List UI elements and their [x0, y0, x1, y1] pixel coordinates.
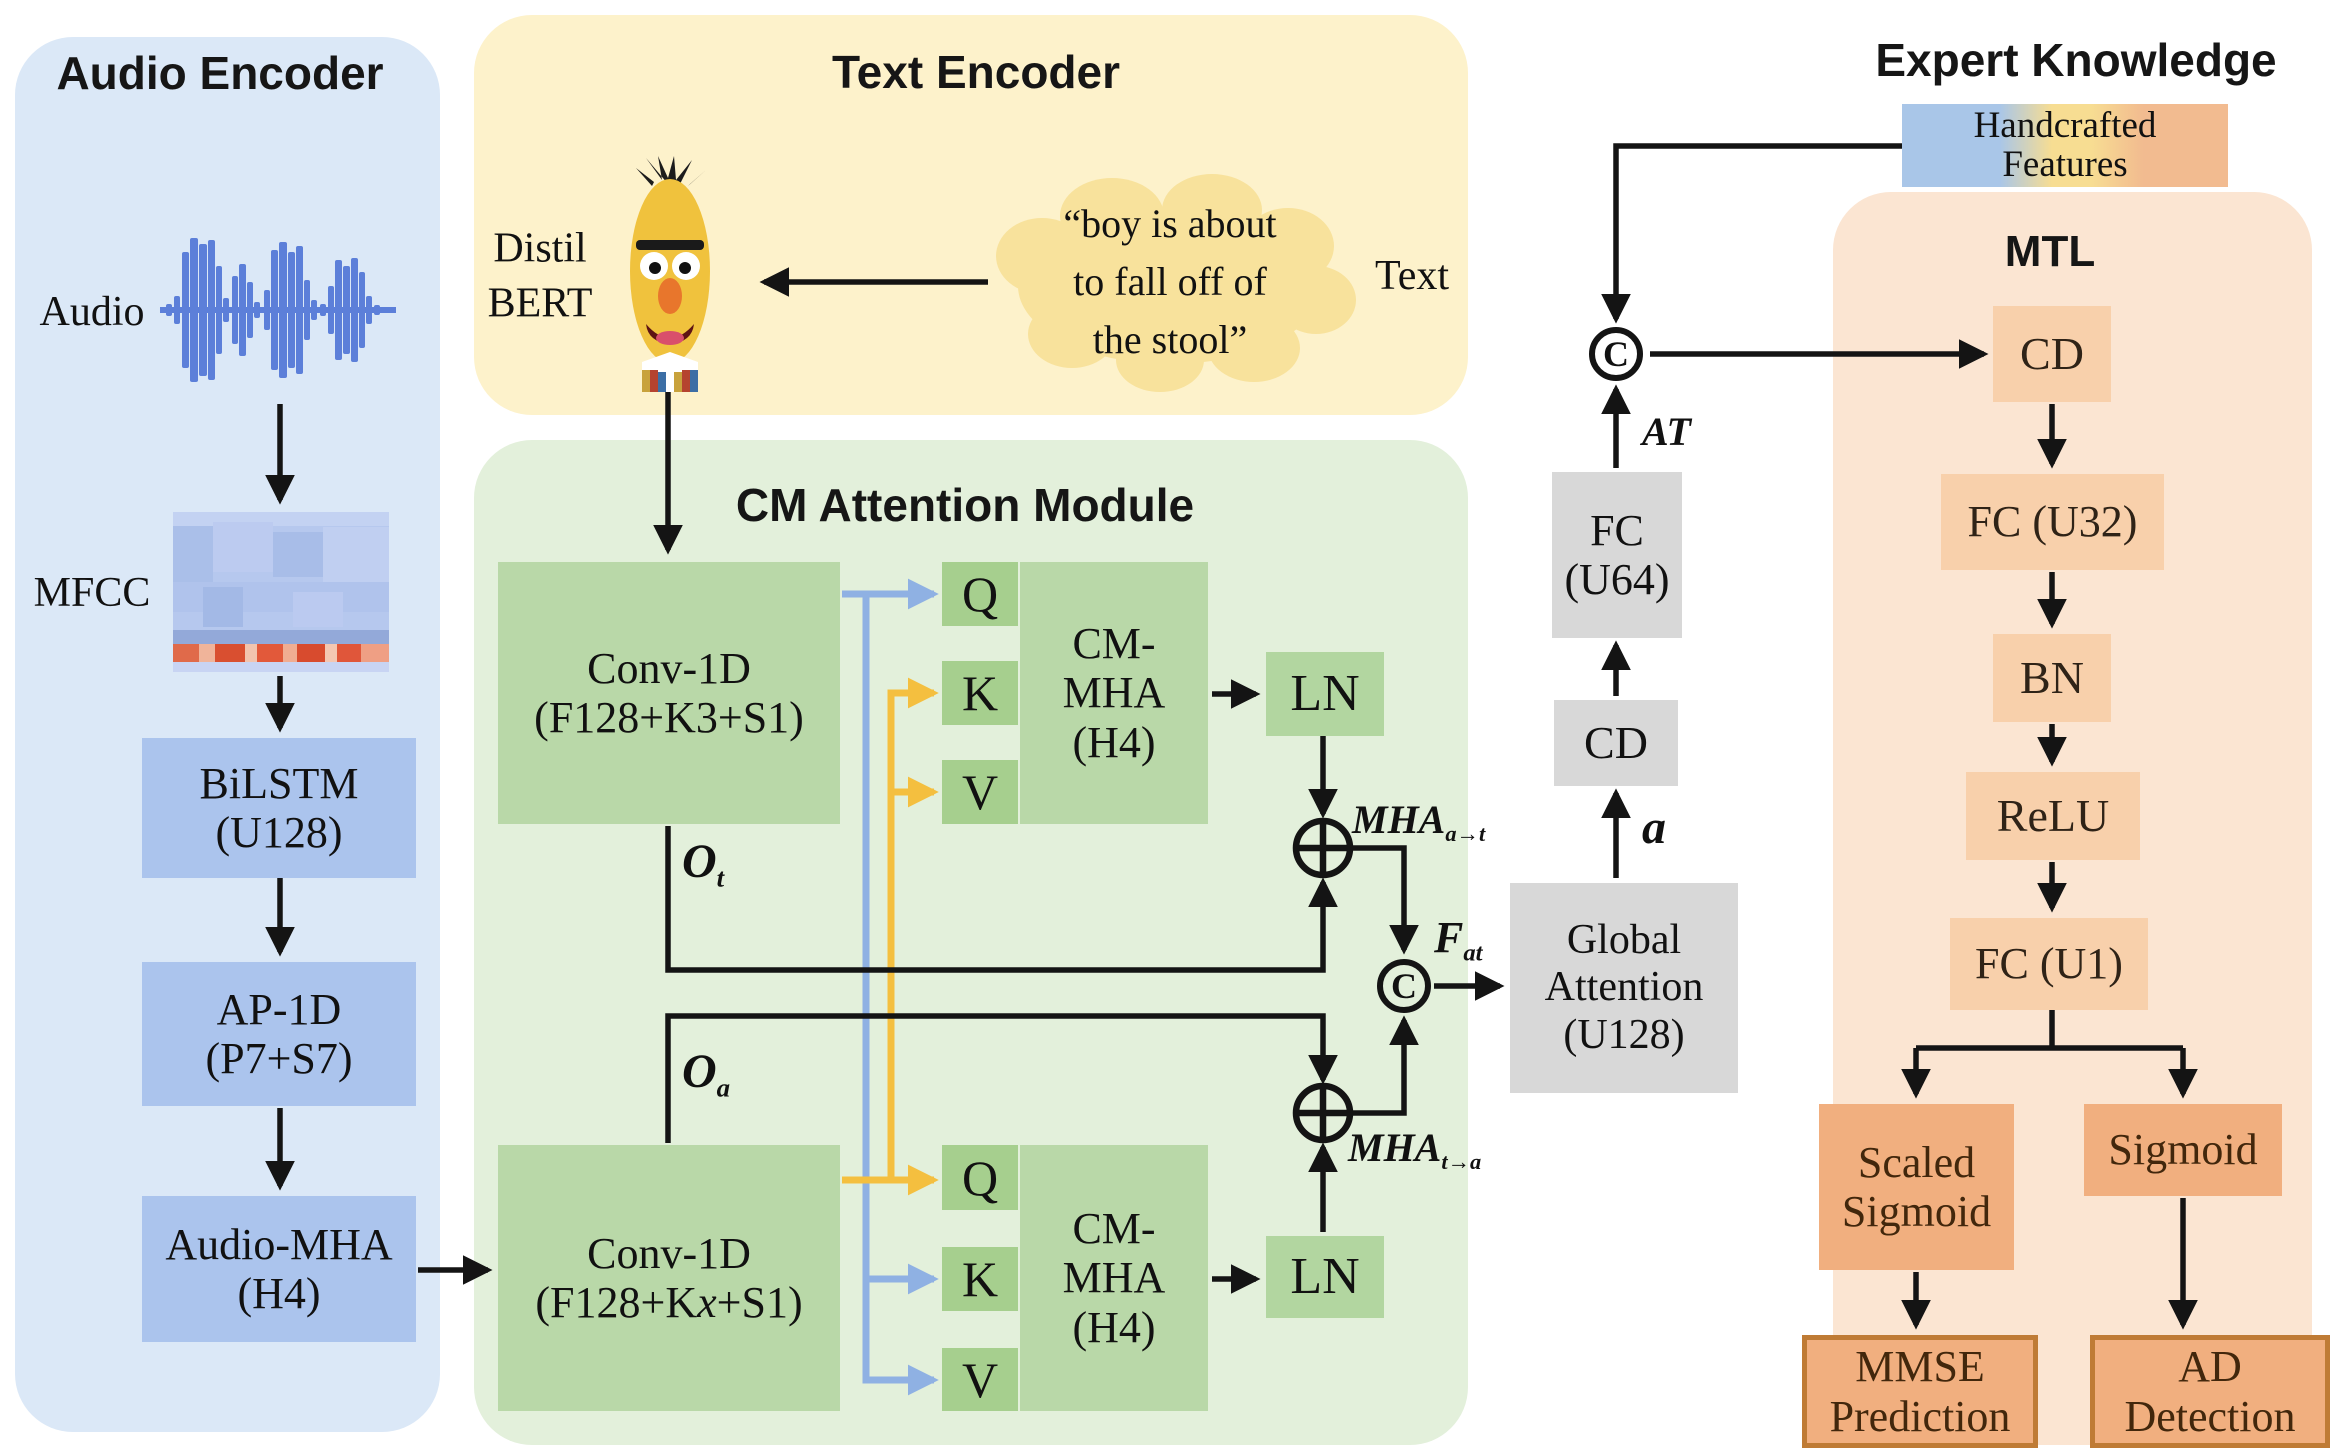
mtl-title: MTL — [2004, 227, 2096, 276]
k-box-top: K — [942, 661, 1018, 725]
cd-box-mtl: CD — [1993, 306, 2111, 402]
conv1d-text-box: Conv-1D (F128+K3+S1) — [498, 562, 840, 824]
handcrafted-features-box: Handcrafted Features — [1902, 104, 2228, 187]
distilbert-label: Distil BERT — [487, 225, 593, 326]
at-label: AT — [1642, 409, 1691, 454]
q-box-top: Q — [942, 562, 1018, 626]
a-label: a — [1642, 801, 1666, 854]
text-encoder-title: Text Encoder — [832, 46, 1120, 98]
fc-u64-box: FC (U64) — [1552, 472, 1682, 638]
bilstm-box: BiLSTM (U128) — [142, 738, 416, 878]
relu-box: ReLU — [1966, 772, 2140, 860]
bn-box: BN — [1993, 634, 2111, 722]
text-label: Text — [1374, 253, 1450, 299]
q-box-bottom: Q — [942, 1145, 1018, 1210]
audio-mha-box: Audio-MHA (H4) — [142, 1196, 416, 1342]
cm-mha-box-bottom: CM- MHA (H4) — [1020, 1145, 1208, 1411]
f-at-label: Fat — [1434, 913, 1483, 967]
scaled-sigmoid-box: Scaled Sigmoid — [1819, 1104, 2014, 1270]
ad-detection-box: AD Detection — [2090, 1335, 2330, 1448]
fc-u1-box: FC (U1) — [1950, 918, 2148, 1010]
mha-t-to-a-label: MHAt→a — [1348, 1125, 1482, 1174]
audio-encoder-title: Audio Encoder — [56, 47, 384, 99]
expert-knowledge-title: Expert Knowledge — [1875, 34, 2277, 86]
cm-attention-title: CM Attention Module — [735, 479, 1195, 531]
k-box-bottom: K — [942, 1247, 1018, 1311]
audio-label: Audio — [39, 289, 145, 335]
mmse-prediction-box: MMSE Prediction — [1802, 1335, 2038, 1448]
sigmoid-box: Sigmoid — [2084, 1104, 2282, 1196]
ln-box-top: LN — [1266, 652, 1384, 736]
ap1d-box: AP-1D (P7+S7) — [142, 962, 416, 1106]
cm-mha-box-top: CM- MHA (H4) — [1020, 562, 1208, 824]
cd-box-fusion: CD — [1554, 700, 1678, 786]
mfcc-label: MFCC — [33, 570, 151, 616]
concat-node-cm-icon: C — [1377, 959, 1431, 1013]
mha-a-to-t-label: MHAa→t — [1352, 797, 1486, 846]
cloud-text: “boy is about to fall off of the stool” — [1063, 201, 1277, 362]
global-attention-box: Global Attention (U128) — [1510, 883, 1738, 1093]
ln-box-bottom: LN — [1266, 1236, 1384, 1318]
ot-label: Ot — [682, 835, 725, 893]
oa-label: Oa — [682, 1045, 731, 1103]
conv1d-audio-box: Conv-1D (F128+Kx+S1) — [498, 1145, 840, 1411]
v-box-bottom: V — [942, 1348, 1018, 1411]
v-box-top: V — [942, 760, 1018, 824]
concat-node-fusion-icon: C — [1589, 327, 1643, 381]
fc-u32-box: FC (U32) — [1941, 474, 2164, 570]
